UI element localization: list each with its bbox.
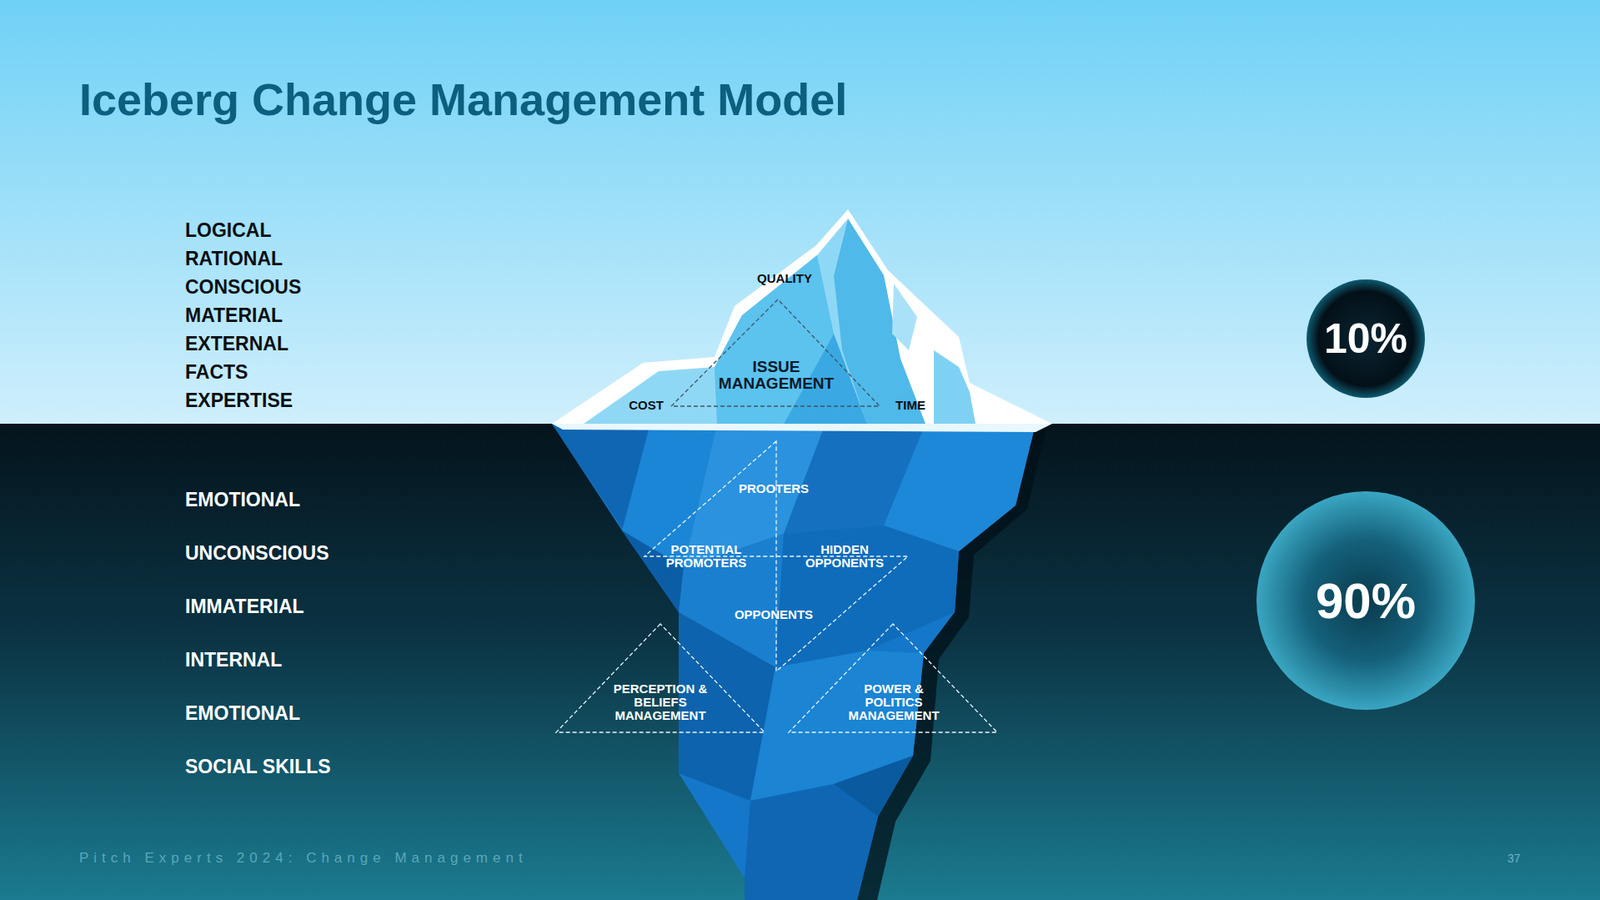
vertex-label: QUALITY (757, 270, 813, 286)
slide-title: Iceberg Change Management Model (79, 73, 848, 126)
trait-label: UNCONSCIOUS (185, 541, 330, 565)
trait-label: MATERIAL (185, 304, 283, 327)
trait-label: IMMATERIAL (185, 595, 305, 618)
issue-triangle: ISSUE MANAGEMENT (667, 295, 884, 409)
trait-label: EMOTIONAL (185, 702, 301, 725)
stakeholder-diamond: PROOTERS POTENTIAL PROMOTERS HIDDEN OPPONE… (642, 438, 911, 674)
node-text: POTENTIAL PROMOTERS (662, 542, 751, 570)
trait-label: EXPERTISE (185, 389, 293, 412)
vertex-label: TIME (895, 397, 926, 412)
management-triangle: POWER & POLITICS MANAGEMENT (786, 621, 1000, 735)
page-number: 37 (1507, 851, 1521, 865)
trait-label: CONSCIOUS (185, 275, 301, 299)
percent-circle: 90% (1255, 490, 1476, 711)
node-text: PROOTERS (727, 481, 820, 496)
trait-label: RATIONAL (185, 247, 283, 271)
trait-label: INTERNAL (185, 648, 282, 672)
management-triangle: PERCEPTION & BELIEFS MANAGEMENT (553, 621, 768, 735)
footer-text: Pitch Experts 2024: Change Management (79, 849, 528, 867)
node-text: 10% (1307, 316, 1425, 362)
percent-circle: 10% (1305, 278, 1426, 399)
node-text: POWER & POLITICS MANAGEMENT (844, 682, 943, 722)
node-text: OPPONENTS (723, 607, 824, 622)
node-text: HIDDEN OPPONENTS (801, 542, 889, 570)
node-text: PERCEPTION & BELIEFS MANAGEMENT (609, 682, 712, 722)
trait-label: EXTERNAL (185, 332, 289, 356)
node-text: ISSUE MANAGEMENT (709, 358, 843, 392)
vertex-label: COST (628, 397, 664, 412)
trait-label: SOCIAL SKILLS (185, 755, 332, 778)
node-text: 90% (1282, 574, 1450, 627)
trait-label: LOGICAL (185, 219, 272, 242)
trait-label: EMOTIONAL (185, 488, 301, 512)
trait-label: FACTS (185, 361, 248, 384)
